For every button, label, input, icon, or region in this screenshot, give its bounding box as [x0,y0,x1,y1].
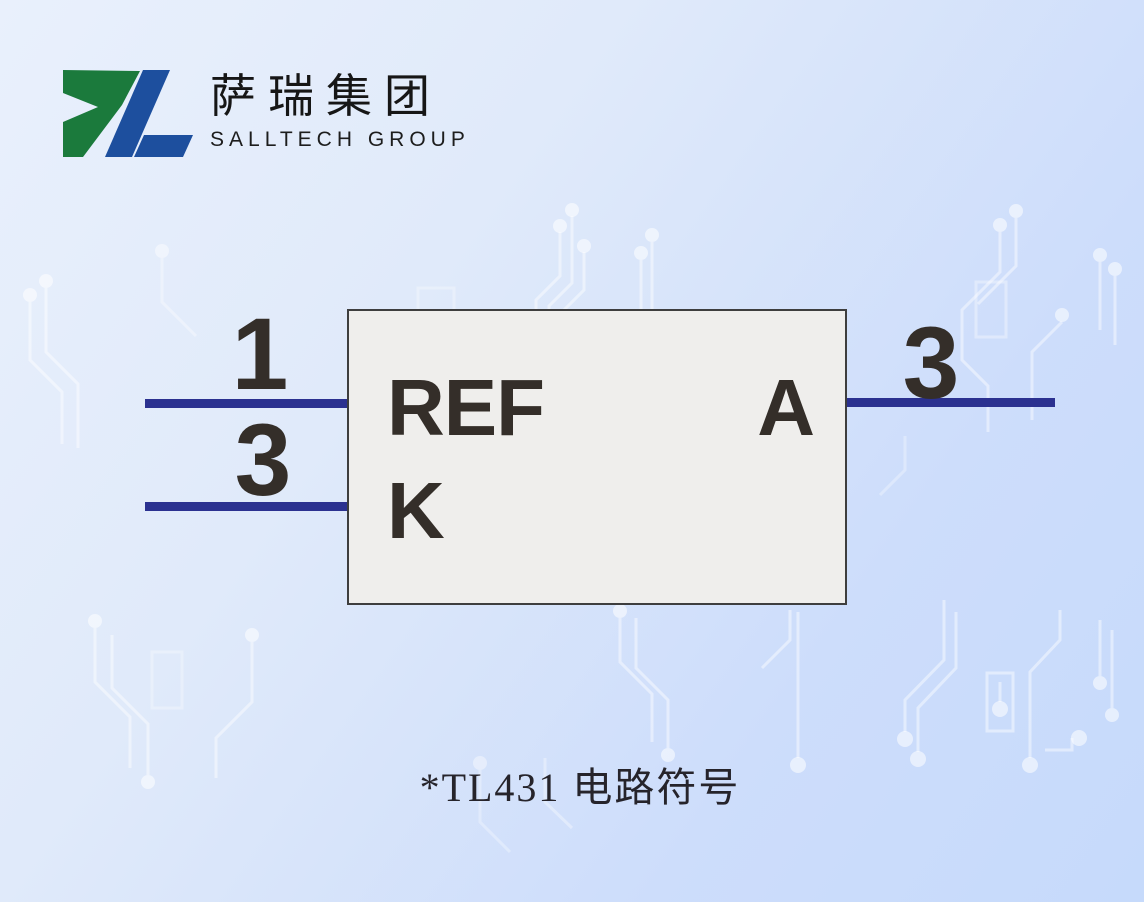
pin-number-3-right: 3 [902,306,960,420]
terminal-label-ref: REF [387,363,545,452]
component-body-box: REF K A [347,309,847,605]
pin-number-3-left: 3 [234,403,292,517]
terminal-label-a: A [757,363,815,452]
salltech-logo-icon [63,70,193,157]
wire-pin3-a [846,398,1055,407]
brand-name-zh: 萨瑞集团 [210,71,442,122]
wire-pin3-k [145,502,348,511]
diagram-caption: *TL431 电路符号 [419,765,741,810]
wire-pin1-ref [145,399,348,408]
brand-name-en: SALLTECH GROUP [210,128,470,151]
terminal-label-k: K [387,466,445,555]
brand-text: 萨瑞集团 SALLTECH GROUP [210,72,470,151]
pin-number-1: 1 [231,297,289,411]
